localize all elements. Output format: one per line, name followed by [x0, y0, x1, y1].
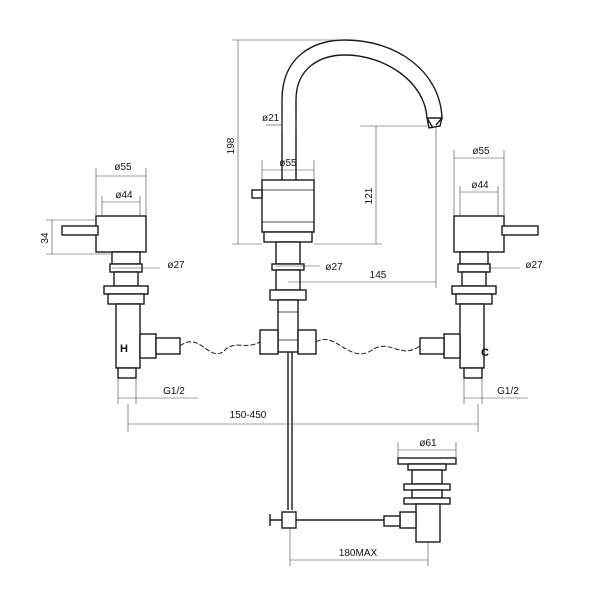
dimension-labels: 198 ø21 ø55 121 145 ø27 ø55 ø44 34 ø27 ø… — [40, 113, 543, 559]
cold-handle-lever — [501, 225, 539, 236]
label-spout-tube-diameter: ø21 — [262, 113, 280, 124]
cold-valve-assembly: C — [419, 215, 539, 379]
hot-handle-lever — [61, 225, 99, 236]
label-right-thread: G1/2 — [497, 386, 519, 397]
label-spout-body-diameter: ø55 — [279, 158, 297, 169]
waste-flange — [397, 457, 457, 465]
label-spout-reach: 145 — [370, 270, 387, 281]
hot-hose — [179, 341, 261, 355]
spout-body — [261, 179, 315, 233]
popup-waste-assembly — [269, 457, 457, 543]
hot-marker: H — [120, 343, 128, 355]
label-left-base-diameter: ø27 — [167, 260, 185, 271]
label-left-handle-height: 34 — [40, 232, 51, 244]
label-rod-length: 180MAX — [339, 548, 378, 559]
label-left-body-diameter: ø44 — [115, 190, 133, 201]
spout-tube — [281, 39, 443, 180]
flexible-hoses — [179, 339, 421, 355]
cold-valve-body — [453, 215, 505, 253]
label-right-handle-diameter: ø55 — [472, 146, 490, 157]
label-right-body-diameter: ø44 — [471, 180, 489, 191]
label-left-handle-diameter: ø55 — [114, 162, 132, 173]
label-spout-base-diameter: ø27 — [325, 262, 343, 273]
popup-lever — [251, 189, 263, 199]
label-right-base-diameter: ø27 — [525, 260, 543, 271]
label-waste-diameter: ø61 — [419, 438, 437, 449]
cold-hose — [315, 339, 421, 355]
cold-marker: C — [481, 347, 489, 359]
label-centres-range: 150-450 — [230, 410, 267, 421]
hot-valve-body — [95, 215, 147, 253]
label-spout-outlet-height: 121 — [364, 187, 375, 204]
label-spout-height: 198 — [226, 137, 237, 154]
dimension-lines — [46, 39, 528, 566]
label-left-thread: G1/2 — [163, 386, 185, 397]
hot-valve-assembly: H — [61, 215, 181, 379]
spout-assembly — [251, 39, 443, 510]
